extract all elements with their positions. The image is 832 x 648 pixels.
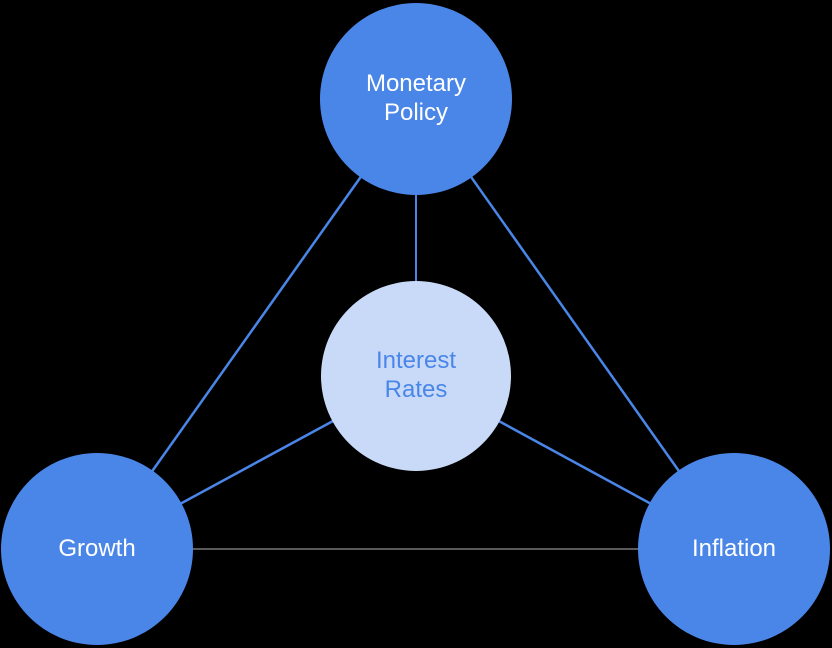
node-interest-rates-label: Interest Rates: [375, 347, 457, 403]
node-inflation-label: Inflation: [691, 534, 777, 562]
node-monetary-policy-label: Monetary Policy: [365, 70, 467, 126]
node-inflation: Inflation: [638, 453, 830, 645]
node-growth-label: Growth: [58, 534, 136, 562]
node-interest-rates: Interest Rates: [321, 281, 511, 471]
node-growth: Growth: [1, 453, 193, 645]
node-monetary-policy: Monetary Policy: [320, 3, 512, 195]
